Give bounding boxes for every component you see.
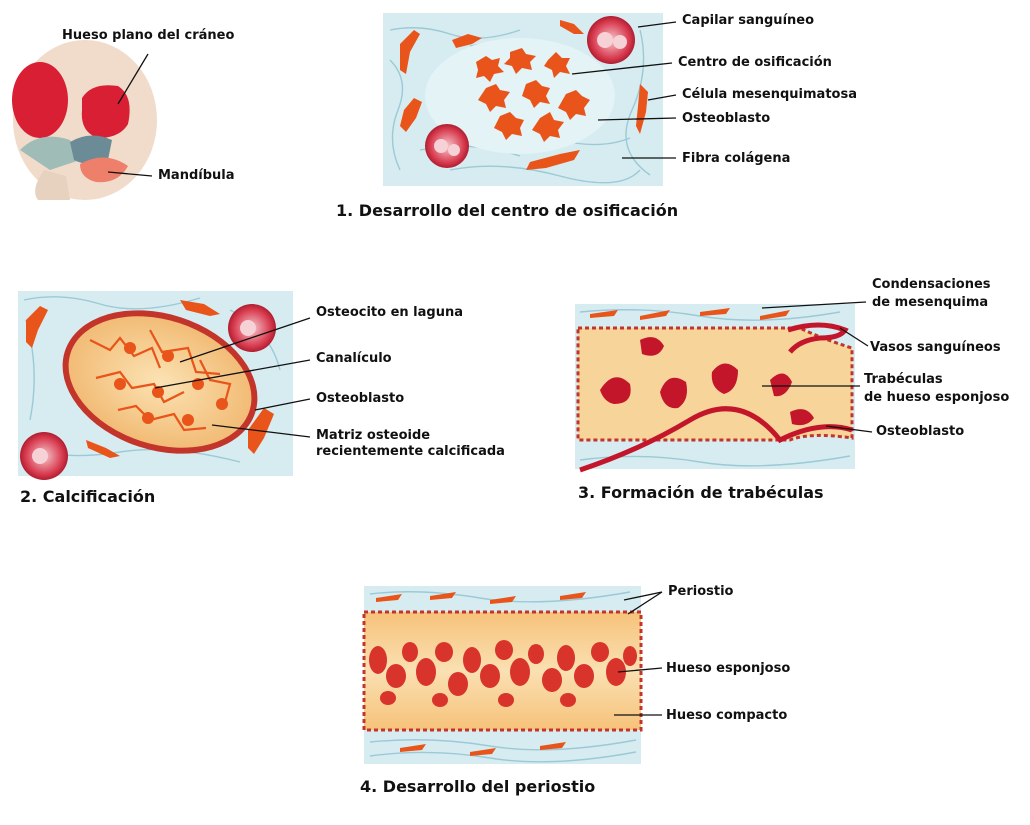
label-collagen-fiber: Fibra colágena: [682, 151, 790, 166]
label-periosteum: Periostio: [668, 584, 733, 599]
label-canaliculus: Canalículo: [316, 351, 392, 366]
label-matrix-line2: recientemente calcificada: [316, 444, 505, 459]
label-mesenchymal-cell: Célula mesenquimatosa: [682, 87, 857, 102]
flat-bone-left: [12, 62, 68, 138]
panel2-capillary-top: [228, 304, 276, 352]
panel-1-illustration: [383, 13, 663, 186]
label-osteoblast-p2: Osteoblasto: [316, 391, 404, 406]
label-compact-bone: Hueso compacto: [666, 708, 787, 723]
panel-2-illustration: [18, 286, 293, 480]
caption-panel-3: 3. Formación de trabéculas: [578, 483, 824, 503]
capillary-bottom: [425, 124, 469, 168]
label-flat-bone: Hueso plano del cráneo: [62, 28, 234, 43]
label-ossification-center: Centro de osificación: [678, 55, 832, 70]
label-condensation-line1: Condensaciones: [872, 277, 991, 292]
label-osteoblast-p3: Osteoblasto: [876, 424, 964, 439]
label-trabeculae-line2: de hueso esponjoso: [864, 390, 1009, 405]
label-osteoblast-p1: Osteoblasto: [682, 111, 770, 126]
label-capillary: Capilar sanguíneo: [682, 13, 814, 28]
label-mandible: Mandíbula: [158, 168, 235, 183]
flat-bone-right: [82, 85, 130, 138]
label-matrix-line1: Matriz osteoide: [316, 428, 430, 443]
capillary-top: [587, 16, 635, 64]
label-osteocyte: Osteocito en laguna: [316, 305, 463, 320]
panel-3-illustration: [575, 304, 855, 470]
caption-panel-4: 4. Desarrollo del periostio: [360, 777, 595, 797]
label-trabeculae-line1: Trabéculas: [864, 372, 943, 387]
label-condensation-line2: de mesenquima: [872, 295, 988, 310]
skull-figure: [12, 40, 157, 200]
label-spongy-bone: Hueso esponjoso: [666, 661, 790, 676]
caption-panel-2: 2. Calcificación: [20, 487, 155, 507]
caption-panel-1: 1. Desarrollo del centro de osificación: [336, 201, 678, 221]
panel-4-illustration: [364, 586, 641, 764]
panel2-capillary-bottom: [20, 432, 68, 480]
label-vessels: Vasos sanguíneos: [870, 340, 1001, 355]
